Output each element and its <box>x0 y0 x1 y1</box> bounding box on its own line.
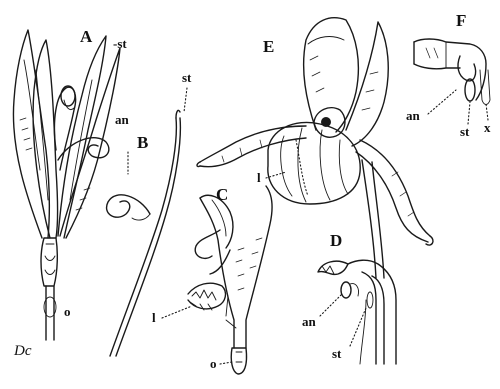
panel-a-o-label: o <box>64 304 71 319</box>
panel-c-letter: C <box>216 185 228 204</box>
panel-d-an-label: an <box>302 314 317 329</box>
panel-e-l-label: l <box>257 170 261 185</box>
panel-d-an-leader <box>320 294 342 316</box>
panel-a-letter: A <box>80 27 93 46</box>
panel-f-st-leader <box>468 102 470 124</box>
panel-b-letter: B <box>137 133 148 152</box>
panel-d-st-label: st <box>332 346 342 361</box>
panel-b-st-label: st <box>182 70 192 85</box>
artist-signature: Dc <box>13 343 32 359</box>
panel-e-drawing <box>197 18 433 278</box>
panel-c-o-leader <box>220 362 232 364</box>
panel-f-letter: F <box>456 11 466 30</box>
panel-f-an-leader <box>428 90 456 114</box>
panel-f-x-label: x <box>484 120 491 135</box>
panel-f-x-leader <box>486 104 488 120</box>
panel-e-letter: E <box>263 37 274 56</box>
panel-a-st-label: -st <box>113 36 127 51</box>
panel-a-drawing <box>13 30 120 340</box>
panel-b-st-leader <box>184 88 187 112</box>
panel-c-drawing <box>188 186 272 374</box>
panel-b-an-label: an <box>115 112 130 127</box>
panel-c-o-label: o <box>210 356 217 371</box>
panel-d-letter: D <box>330 231 342 250</box>
panel-d-st-leader <box>350 308 366 346</box>
panel-f-st-label: st <box>460 124 470 139</box>
panel-c-l-label: l <box>152 310 156 325</box>
panel-f-drawing <box>414 39 490 105</box>
panel-c-l-leader <box>162 306 192 318</box>
panel-f-an-label: an <box>406 108 421 123</box>
